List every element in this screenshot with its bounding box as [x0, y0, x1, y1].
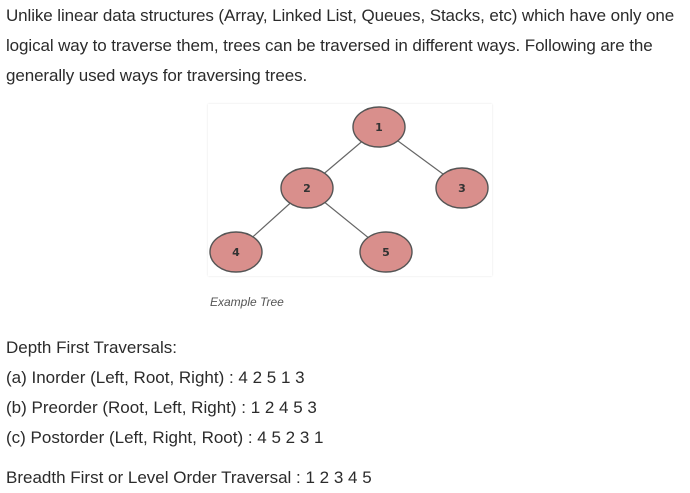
node-label-1: 1: [375, 121, 383, 134]
tree-node-2: 2: [280, 167, 334, 209]
depth-first-section: Depth First Traversals: (a) Inorder (Lef…: [6, 333, 323, 453]
tree-node-5: 5: [359, 231, 413, 273]
tree-node-1: 1: [352, 106, 406, 148]
intro-paragraph: Unlike linear data structures (Array, Li…: [6, 6, 675, 85]
node-label-2: 2: [303, 182, 311, 195]
tree-node-3: 3: [435, 167, 489, 209]
node-label-5: 5: [382, 246, 390, 259]
inorder-line: (a) Inorder (Left, Root, Right) : 4 2 5 …: [6, 368, 305, 387]
example-tree-figure: 1 2 3 4 5: [208, 104, 492, 276]
node-label-4: 4: [232, 246, 240, 259]
tree-node-4: 4: [209, 231, 263, 273]
postorder-line: (c) Postorder (Left, Right, Root) : 4 5 …: [6, 428, 324, 447]
node-label-3: 3: [458, 182, 466, 195]
depth-first-heading: Depth First Traversals:: [6, 338, 177, 357]
figure-caption: Example Tree: [210, 295, 284, 309]
preorder-line: (b) Preorder (Root, Left, Right) : 1 2 4…: [6, 398, 317, 417]
tree-diagram: 1 2 3 4 5: [209, 106, 489, 273]
breadth-first-line: Breadth First or Level Order Traversal :…: [6, 468, 372, 487]
